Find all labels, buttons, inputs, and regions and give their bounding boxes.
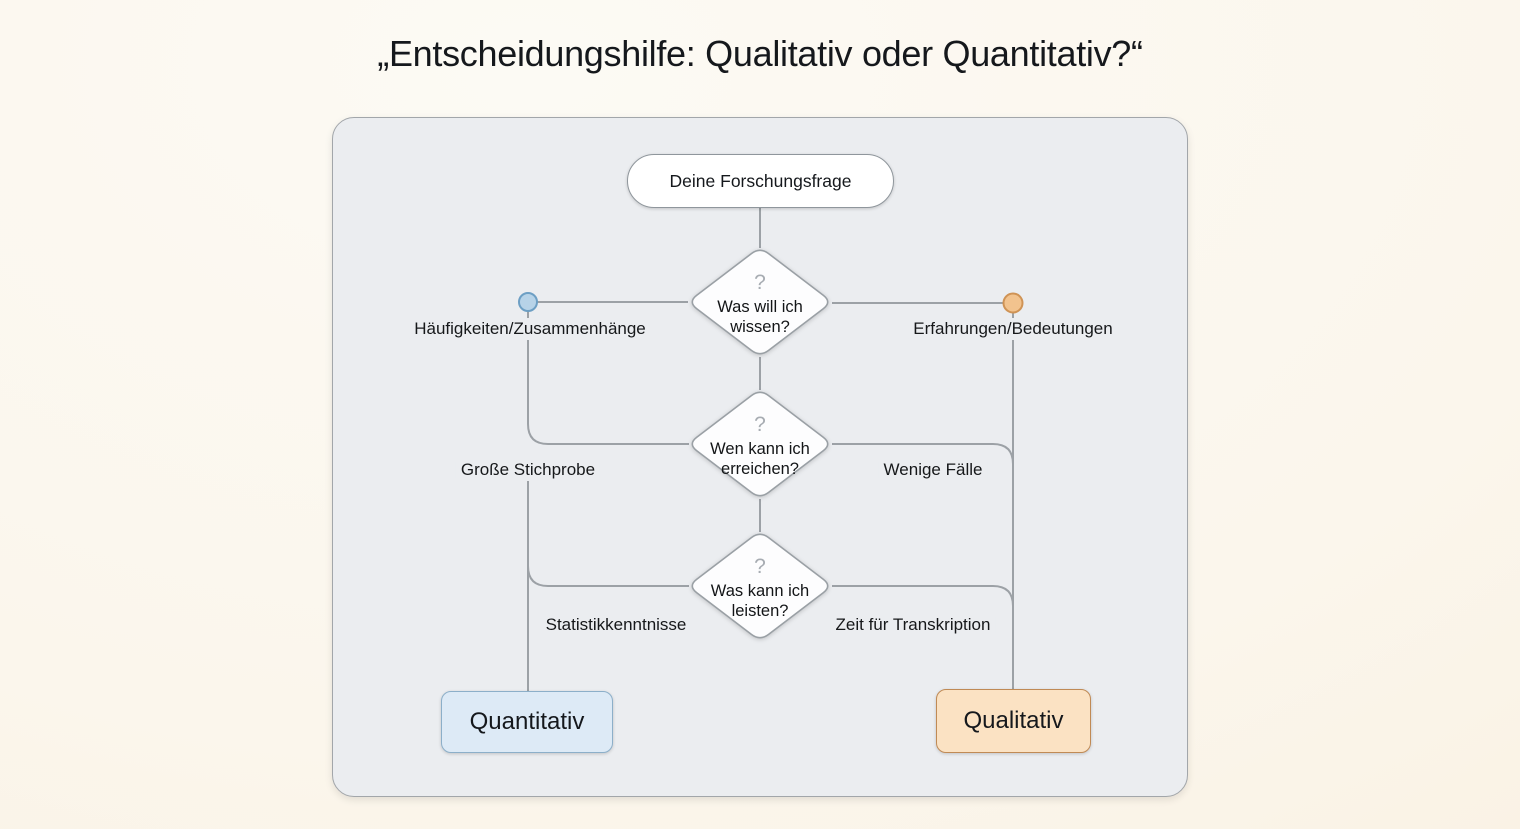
flowchart-connectors bbox=[518, 208, 1024, 691]
edge-label-q2-left: Große Stichprobe bbox=[455, 459, 601, 481]
question-mark-icon: ? bbox=[754, 555, 766, 578]
outcome-quantitativ-label: Quantitativ bbox=[469, 708, 585, 735]
connector-left-branch-to-q3 bbox=[527, 565, 689, 587]
start-node-label: Deine Forschungsfrage bbox=[669, 170, 852, 191]
question-3-line-2: leisten? bbox=[731, 602, 789, 620]
orange-branch-dot bbox=[1002, 292, 1024, 314]
outcome-quantitativ: Quantitativ bbox=[441, 691, 613, 753]
connector-q3-right-branch bbox=[832, 585, 1014, 607]
page-title: „Entscheidungshilfe: Qualitativ oder Qua… bbox=[377, 33, 1143, 74]
edge-label-q3-right: Zeit für Transkription bbox=[830, 614, 996, 636]
question-2-line-2: erreichen? bbox=[721, 460, 799, 478]
question-1-line-2: wissen? bbox=[730, 318, 790, 336]
question-node-1: ? Was will ich wissen? bbox=[685, 271, 835, 337]
question-2-line-1: Wen kann ich bbox=[710, 440, 810, 458]
outcome-qualitativ-label: Qualitativ bbox=[963, 707, 1064, 734]
connector-q2-right-branch bbox=[832, 443, 1014, 465]
flowchart-panel: Deine Forschungsfrage ? Was will ich wis… bbox=[332, 117, 1188, 797]
question-mark-icon: ? bbox=[754, 413, 766, 436]
question-1-line-1: Was will ich bbox=[717, 298, 803, 316]
edge-label-q1-right: Erfahrungen/Bedeutungen bbox=[908, 318, 1118, 340]
edge-label-q2-right: Wenige Fälle bbox=[878, 459, 988, 481]
question-mark-icon: ? bbox=[754, 271, 766, 294]
question-node-3: ? Was kann ich leisten? bbox=[685, 555, 835, 621]
edge-label-q1-left: Häufigkeiten/Zusammenhänge bbox=[409, 318, 651, 340]
connector-left-dot-to-q2 bbox=[527, 311, 689, 445]
question-3-line-1: Was kann ich bbox=[710, 582, 810, 600]
blue-branch-dot bbox=[518, 292, 538, 312]
edge-label-q3-left: Statistikkenntnisse bbox=[540, 614, 692, 636]
outcome-qualitativ: Qualitativ bbox=[936, 689, 1091, 753]
question-node-2: ? Wen kann ich erreichen? bbox=[685, 413, 835, 479]
start-node: Deine Forschungsfrage bbox=[627, 154, 894, 208]
